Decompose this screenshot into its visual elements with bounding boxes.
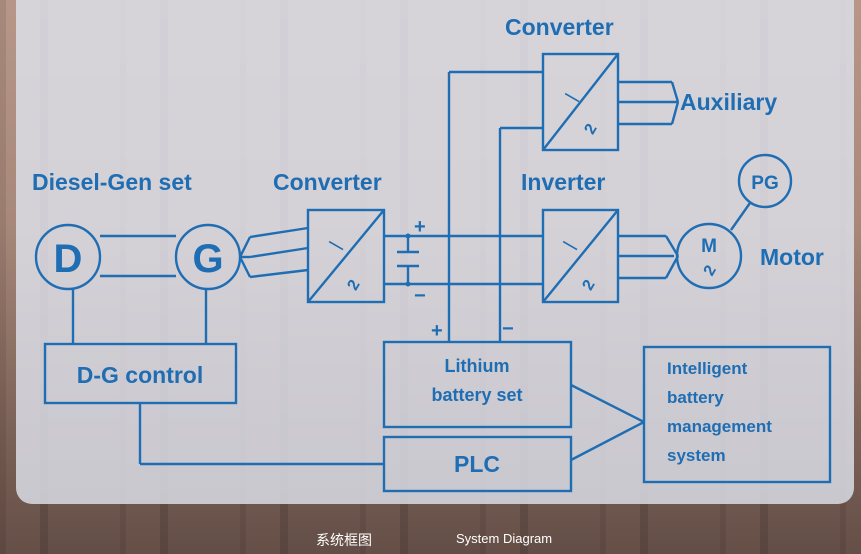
auxiliary-lines <box>618 80 680 126</box>
bms-line2: battery <box>667 388 724 407</box>
converter-top-label: Converter <box>505 14 614 40</box>
inverter-label: Inverter <box>521 169 605 195</box>
plc-label: PLC <box>454 451 500 477</box>
battery-box <box>382 340 573 429</box>
caption-zh: 系统框图 <box>316 533 372 549</box>
bms-line1: Intelligent <box>667 359 748 378</box>
plc-to-bms-line <box>570 420 645 462</box>
m-label: M <box>701 236 717 257</box>
svg-text:—: — <box>559 234 581 257</box>
pg-circle <box>737 153 793 209</box>
bms-line3: management <box>667 417 772 436</box>
battery-plus-sign: + <box>431 320 443 342</box>
svg-text:—: — <box>325 234 347 257</box>
generator-output-lines <box>238 226 309 279</box>
diagram-panel <box>16 0 854 504</box>
motor-label: Motor <box>760 244 824 270</box>
diesel-circle <box>34 223 102 291</box>
bms-box <box>642 345 832 484</box>
caption-en: System Diagram <box>456 531 553 546</box>
g-label: G <box>192 237 223 281</box>
auxiliary-label: Auxiliary <box>680 89 777 115</box>
svg-text:2: 2 <box>579 277 598 293</box>
dc-minus-sign: − <box>414 285 426 307</box>
top-converter-in-mark: — <box>561 86 583 109</box>
top-converter-out-mark: 2 <box>581 121 600 137</box>
converter-label: Converter <box>273 169 382 195</box>
top-converter: — 2 <box>541 52 620 152</box>
pg-label: PG <box>751 173 778 194</box>
pg-link <box>730 202 751 231</box>
battery-line2: battery set <box>431 385 522 405</box>
battery-to-bms-line <box>570 383 645 424</box>
battery-line1: Lithium <box>445 356 510 376</box>
svg-text:2: 2 <box>344 277 363 293</box>
d-label: D <box>54 237 83 281</box>
inverter: — 2 <box>541 208 620 304</box>
motor-feed-lines <box>618 234 680 280</box>
battery-minus-sign: − <box>502 318 514 340</box>
dc-capacitor <box>397 233 419 287</box>
bms-line4: system <box>667 446 726 465</box>
dg-control-label: D-G control <box>77 362 204 388</box>
svg-text:2: 2 <box>701 263 720 279</box>
middle-converter: — 2 <box>306 208 386 304</box>
motor-circle <box>675 222 743 290</box>
dc-plus-sign: + <box>414 216 426 238</box>
caption-footer: 系统框图 System Diagram <box>0 526 861 554</box>
diesel-gen-label: Diesel-Gen set <box>32 169 192 195</box>
